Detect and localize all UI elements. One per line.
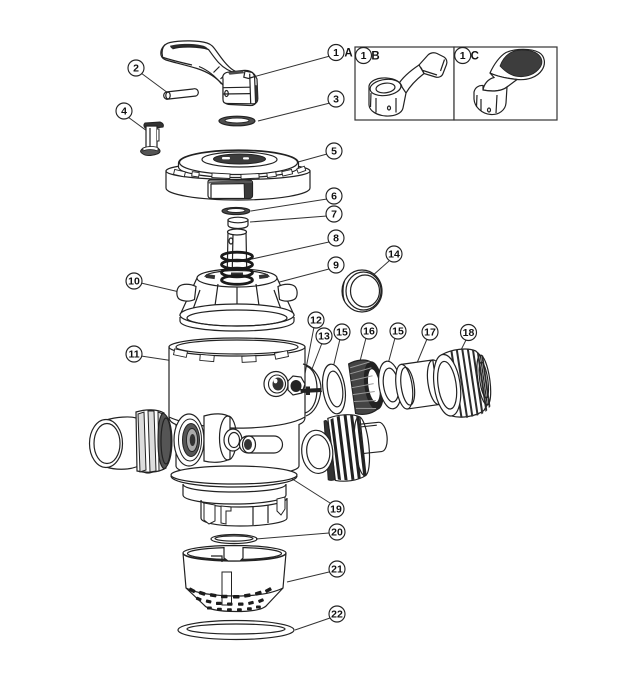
svg-text:20: 20 — [331, 527, 343, 539]
svg-text:8: 8 — [333, 233, 339, 245]
svg-text:12: 12 — [310, 315, 322, 327]
svg-text:2: 2 — [133, 63, 139, 75]
svg-text:B: B — [371, 51, 379, 63]
svg-text:5: 5 — [331, 146, 337, 158]
svg-text:11: 11 — [128, 349, 139, 361]
svg-text:22: 22 — [331, 609, 343, 621]
svg-text:C: C — [471, 51, 479, 63]
svg-text:3: 3 — [333, 94, 339, 106]
svg-text:1: 1 — [460, 50, 466, 62]
svg-text:4: 4 — [121, 106, 127, 118]
svg-text:15: 15 — [336, 327, 348, 339]
svg-text:10: 10 — [128, 276, 140, 288]
svg-text:16: 16 — [363, 326, 375, 338]
svg-text:1: 1 — [333, 47, 339, 59]
svg-text:13: 13 — [318, 331, 330, 343]
svg-text:21: 21 — [331, 564, 343, 576]
svg-text:A: A — [344, 48, 352, 60]
svg-text:6: 6 — [331, 191, 337, 203]
svg-text:18: 18 — [463, 327, 475, 339]
svg-text:15: 15 — [392, 326, 404, 338]
svg-text:19: 19 — [330, 504, 342, 516]
svg-text:7: 7 — [331, 209, 337, 221]
svg-text:17: 17 — [424, 327, 436, 339]
svg-text:1: 1 — [361, 50, 367, 62]
svg-text:14: 14 — [388, 249, 400, 261]
svg-text:9: 9 — [333, 260, 339, 272]
